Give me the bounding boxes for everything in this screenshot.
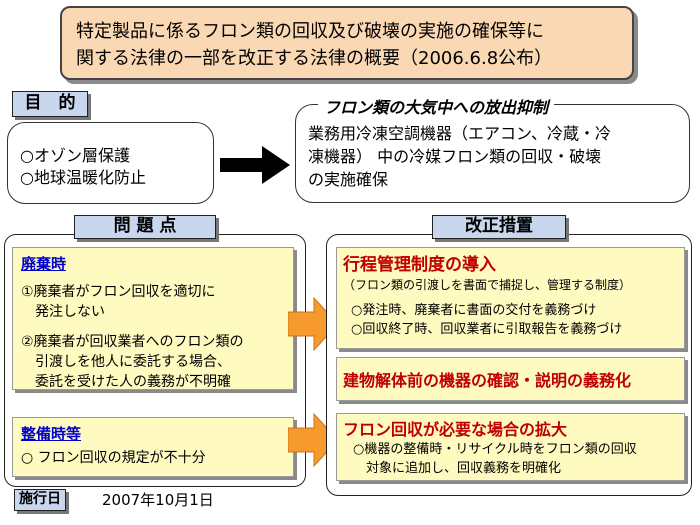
expansion-note: フロン回収が必要な場合の拡大 ○機器の整備時・リサイクル時をフロン類の回収 対象… — [336, 413, 685, 481]
process-line-2: ○回収終了時、回収業者に引取報告を義務づけ — [351, 322, 623, 337]
maintenance-line: ○ フロン回収の規定が不十分 — [21, 450, 206, 466]
suppression-box: 業務用冷凍空調機器（エアコン、冷蔵・冷 凍機器） 中の冷媒フロン類の回収・破壊 … — [295, 104, 690, 203]
process-note: 行程管理制度の導入 （フロン類の引渡しを書面で捕捉し、管理する制度） ○発注時、… — [336, 247, 685, 349]
problems-label: 問 題 点 — [74, 215, 216, 239]
purpose-item-warming: ○地球温暖化防止 — [20, 168, 146, 187]
purpose-item-ozone: ○オゾン層保護 — [20, 146, 130, 165]
disposal-line-1: ①廃棄者がフロン回収を適切に — [21, 284, 216, 300]
process-heading: 行程管理制度の導入 — [343, 255, 496, 275]
disposal-line-2: 発注しない — [21, 304, 105, 320]
maintenance-heading: 整備時等 — [21, 425, 82, 443]
black-arrow-icon — [220, 146, 290, 184]
title-box: 特定製品に係るフロン類の回収及び破壊の実施の確保等に 関する法律の一部を改正する… — [60, 6, 634, 80]
purpose-label: 目 的 — [12, 91, 88, 117]
disposal-line-5: 委託を受けた人の義務が不明確 — [21, 374, 231, 390]
measures-label: 改正措置 — [432, 215, 566, 239]
maintenance-note: 整備時等 ○ フロン回収の規定が不十分 — [12, 417, 294, 477]
demolition-heading: 建物解体前の機器の確認・説明の義務化 — [343, 371, 632, 390]
expansion-heading: フロン回収が必要な場合の拡大 — [343, 420, 568, 439]
expansion-line-1: ○機器の整備時・リサイクル時をフロン類の回収 — [353, 442, 637, 457]
disposal-note: 廃棄時 ①廃棄者がフロン回収を適切に 発注しない ②廃棄者が回収業者へのフロン類… — [12, 247, 294, 390]
suppression-line-2: 凍機器） 中の冷媒フロン類の回収・破壊 — [308, 147, 602, 166]
suppression-line-1: 業務用冷凍空調機器（エアコン、冷蔵・冷 — [308, 124, 612, 143]
purpose-box: ○オゾン層保護 ○地球温暖化防止 — [7, 122, 214, 204]
process-line-1: ○発注時、廃棄者に書面の交付を義務づけ — [351, 303, 597, 318]
process-sub: （フロン類の引渡しを書面で捕捉し、管理する制度） — [343, 278, 632, 292]
title-line-2: 関する法律の一部を改正する法律の概要（2006.6.8公布） — [76, 48, 553, 69]
demolition-note: 建物解体前の機器の確認・説明の義務化 — [336, 357, 685, 401]
enforcement-date: 2007年10月1日 — [102, 491, 214, 509]
suppression-line-3: の実施確保 — [308, 170, 389, 189]
title-line-1: 特定製品に係るフロン類の回収及び破壊の実施の確保等に — [76, 21, 544, 42]
expansion-line-2: 対象に追加し、回収義務を明確化 — [353, 461, 562, 476]
enforcement-label: 施行日 — [14, 489, 66, 511]
disposal-heading: 廃棄時 — [21, 255, 67, 273]
disposal-line-4: 引渡しを他人に委託する場合、 — [21, 354, 231, 370]
disposal-line-3: ②廃棄者が回収業者へのフロン類の — [21, 334, 244, 350]
suppression-heading: フロン類の大気中への放出抑制 — [318, 94, 555, 118]
